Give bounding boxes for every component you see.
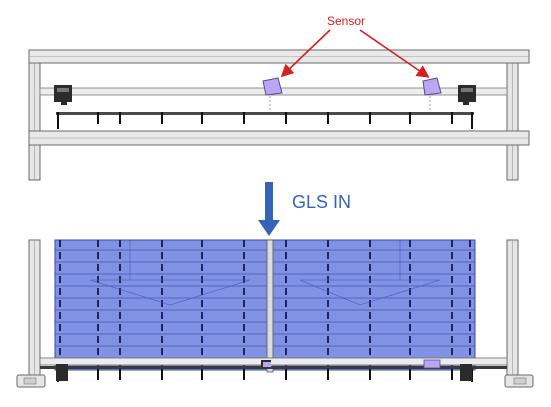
sensor-icon — [422, 77, 442, 110]
center-divider — [266, 239, 274, 373]
bottom-frame — [16, 239, 534, 388]
bottom-roller-bar — [40, 366, 507, 369]
glass-inner-outline — [89, 240, 441, 306]
bottom-right-end-block — [460, 364, 472, 381]
bottom-roller-ticks — [57, 369, 473, 382]
sensor-icon — [262, 77, 283, 110]
glass-horizontal-lines — [55, 249, 475, 347]
sensor-icon — [261, 360, 271, 367]
sensor-label: Sensor — [327, 14, 365, 28]
sensor-callout-right — [359, 29, 430, 78]
left-end-block — [54, 85, 72, 105]
down-arrow-icon — [258, 182, 280, 236]
glass-dashed-rollers — [59, 240, 471, 372]
bottom-left-end-block — [56, 364, 68, 381]
right-foot — [504, 374, 534, 388]
top-frame: Sensor — [28, 14, 530, 181]
sensor-callout-left — [280, 29, 331, 78]
glass-panel — [54, 239, 476, 371]
left-foot — [16, 374, 46, 388]
top-roller-bar — [56, 112, 474, 115]
sensor-icon — [423, 359, 441, 369]
top-roller-ticks — [57, 112, 473, 129]
right-end-block — [458, 85, 476, 105]
gls-in-label: GLS IN — [292, 192, 351, 212]
bottom-lower-rail — [39, 357, 508, 366]
